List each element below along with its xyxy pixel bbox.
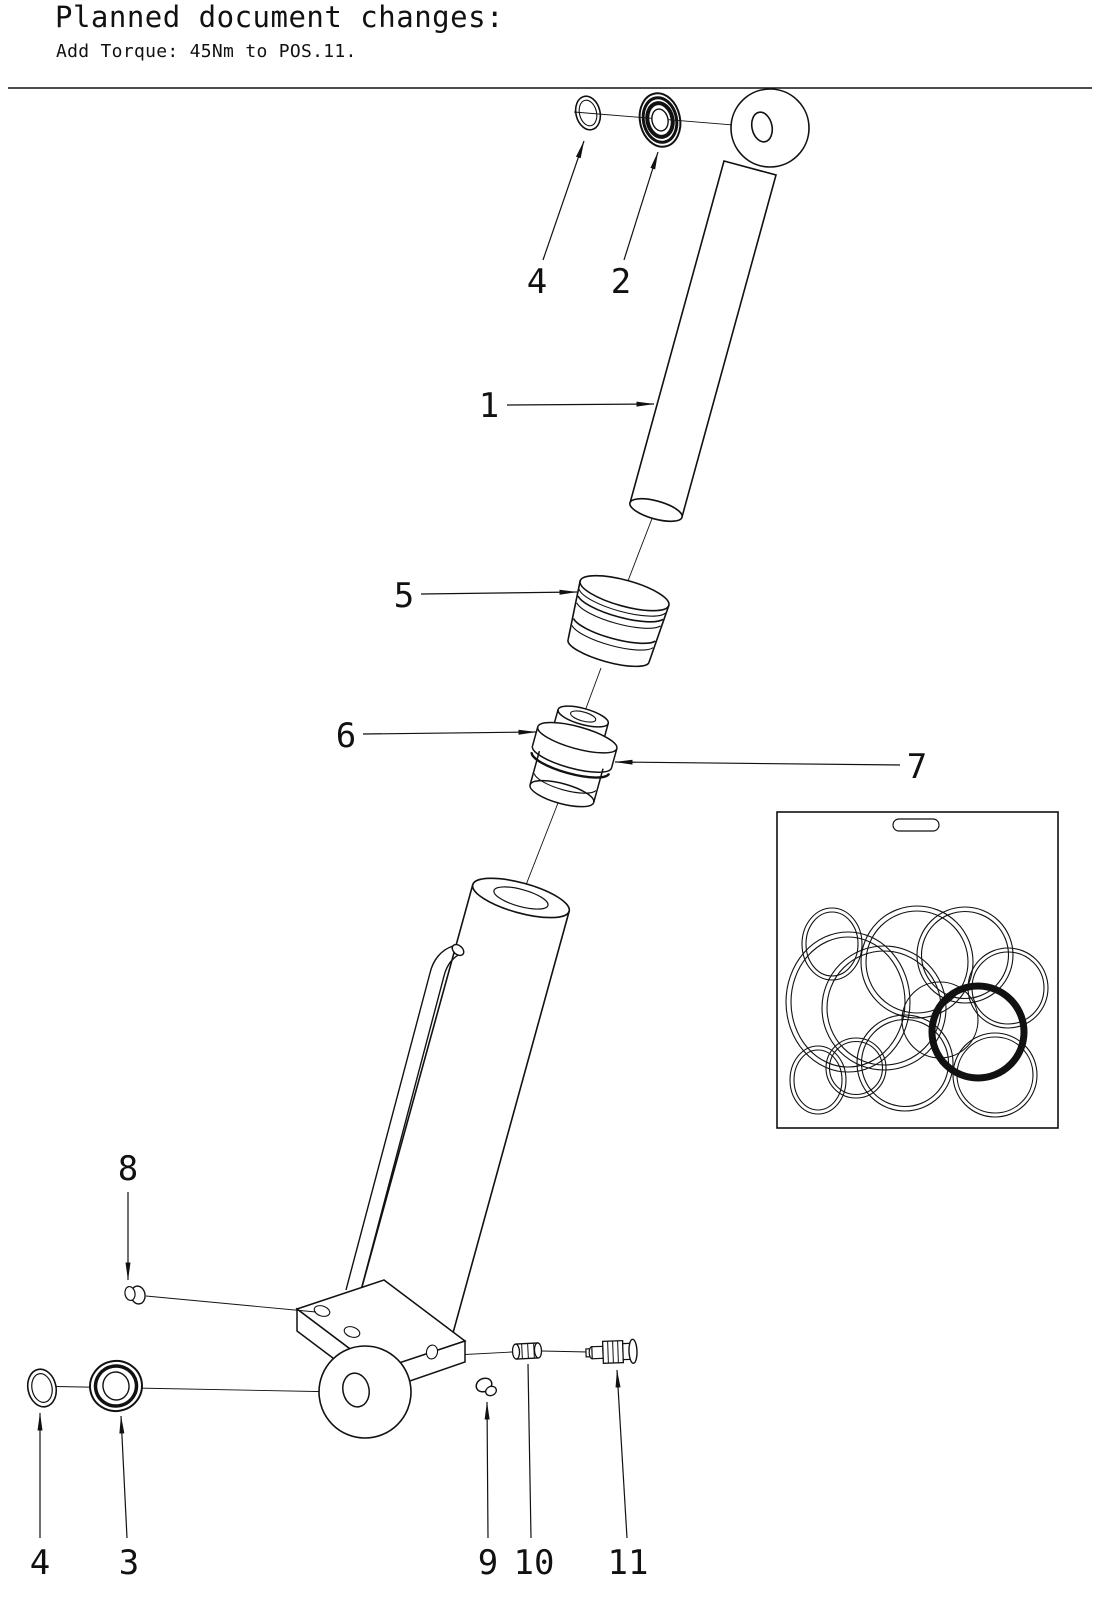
piston-rod: [629, 160, 777, 523]
block-port-hole: [425, 1344, 439, 1360]
page-title: Planned document changes:: [55, 0, 504, 34]
hydraulic-pipe: [345, 943, 465, 1295]
callout-label-7: 7: [907, 747, 927, 787]
leader-7: [614, 759, 901, 766]
seal-kit-bag: [776, 811, 1059, 1129]
rod-seal-bushing: [638, 92, 682, 148]
leader-3: [119, 1415, 128, 1539]
callout-label-10: 10: [514, 1543, 555, 1583]
callout-label-5: 5: [394, 576, 414, 616]
grease-fitting-part: [475, 1377, 497, 1397]
callout-label-2: 2: [611, 262, 631, 302]
gland-o-ring: [530, 751, 611, 779]
leader-6: [362, 729, 537, 735]
header: Planned document changes: Add Torque: 45…: [55, 0, 504, 62]
rod-eye: [730, 88, 810, 168]
retaining-ring-top: [574, 95, 602, 131]
leader-9: [484, 1401, 490, 1539]
adapter-fitting-part: [511, 1342, 543, 1360]
leader-11: [615, 1369, 628, 1539]
page-subtitle: Add Torque: 45Nm to POS.11.: [56, 41, 357, 62]
block-port-hole: [343, 1326, 361, 1338]
leader-2: [623, 151, 659, 261]
bag-hang-slot: [892, 818, 940, 832]
base-eye: [318, 1345, 412, 1439]
block-port-hole: [313, 1305, 331, 1317]
callout-label-8: 8: [118, 1149, 138, 1189]
leader-4-top: [542, 140, 585, 261]
callout-label-4-top: 4: [527, 262, 547, 302]
leader-1: [506, 401, 655, 407]
callout-label-11: 11: [608, 1543, 649, 1583]
leader-10: [527, 1363, 532, 1539]
callout-leaders: [37, 140, 901, 1539]
callout-label-6: 6: [336, 716, 356, 756]
bushing-part: [89, 1359, 143, 1413]
callout-label-4-bottom: 4: [30, 1543, 50, 1583]
callout-labels: 4 2 1 5 6 7 8 4 3 9 10 11: [30, 262, 927, 1583]
plug-part: [124, 1285, 317, 1313]
callout-label-9: 9: [478, 1543, 498, 1583]
callout-label-3: 3: [119, 1543, 139, 1583]
washer-part: [26, 1368, 58, 1408]
leader-5: [420, 589, 578, 595]
piston: [567, 574, 670, 668]
callout-label-1: 1: [479, 386, 499, 426]
valve-cartridge-part: [585, 1338, 638, 1364]
o-rings: [785, 905, 1049, 1118]
cylinder-head-gland: [529, 705, 618, 808]
